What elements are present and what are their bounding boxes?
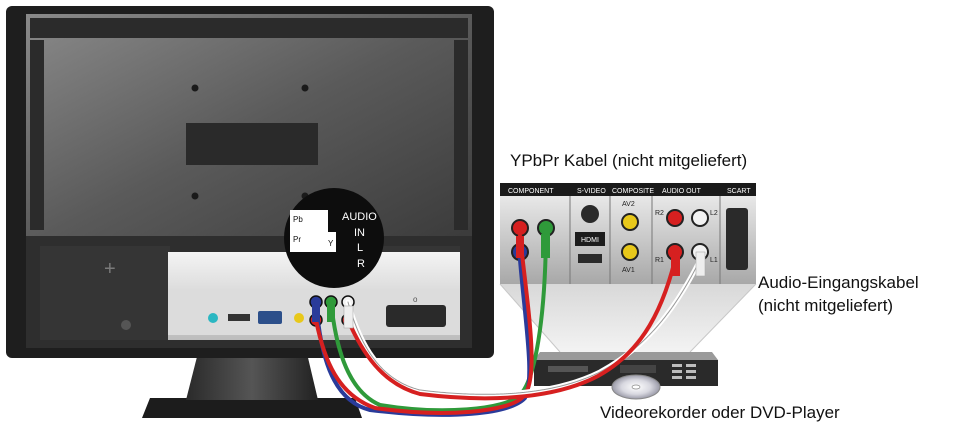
audio-jack-l2: [691, 209, 709, 227]
audio-cable-label-line1: Audio-Eingangskabel: [758, 273, 919, 292]
l1-label: L1: [710, 257, 718, 264]
composite-jack-av2: [621, 213, 639, 231]
zoom-frustum: [500, 284, 756, 352]
av2-label: AV2: [622, 201, 635, 208]
hdmi-port-icon: [228, 314, 250, 321]
monitor-back: + − o Pb Pr Y AUDIO: [6, 6, 494, 418]
plus-mark: +: [104, 258, 116, 280]
device-hdmi-port-icon: [578, 254, 602, 263]
callout-r-label: R: [357, 258, 365, 270]
av1-label: AV1: [622, 267, 635, 274]
player-label: Videorekorder oder DVD-Player: [600, 403, 840, 422]
monitor-scart-port-icon: [386, 305, 446, 327]
vesa-plate: [186, 123, 318, 165]
cable-green: [329, 234, 548, 413]
headphone-jack-icon: [208, 313, 218, 323]
cable-red-video: [314, 234, 534, 415]
audio-cable: [345, 257, 703, 401]
monitor-input-callout: Pb Pr Y AUDIO IN L R: [284, 188, 384, 288]
callout-l-label: L: [357, 242, 363, 254]
monitor-stand-base: [142, 398, 362, 418]
svg-text:o: o: [413, 295, 418, 304]
screw-icon: [121, 320, 131, 330]
header-component: COMPONENT: [508, 188, 554, 195]
cable-red-audio: [346, 258, 677, 401]
device-scart-port-icon: [726, 208, 748, 270]
composite-jack-av1: [621, 243, 639, 261]
dvd-player: [534, 352, 718, 400]
vent-grille: [30, 18, 468, 230]
monitor-stand-neck: [186, 345, 318, 400]
monitor-plugs: [312, 300, 354, 329]
vesa-screw-holes: [191, 84, 309, 200]
device-rear-panel: COMPONENT S-VIDEO COMPOSITE AUDIO OUT SC…: [500, 183, 756, 284]
audio-cable-label-line2: (nicht mitgeliefert): [758, 296, 894, 315]
callout-pb-label: Pb: [293, 215, 303, 224]
audio-jack-r2: [666, 209, 684, 227]
device-plugs: [516, 234, 706, 277]
callout-y-label: Y: [328, 239, 334, 248]
ypbpr-cable-label: YPbPr Kabel (nicht mitgeliefert): [510, 151, 748, 170]
callout-in-label: IN: [354, 227, 365, 239]
callout-audio-label: AUDIO: [342, 211, 377, 223]
ypbpr-cable: [314, 234, 548, 417]
yellow-jack-icon: [294, 313, 304, 323]
header-svideo: S-VIDEO: [577, 188, 606, 195]
header-audio-out: AUDIO OUT: [662, 188, 702, 195]
r2-label: R2: [655, 210, 664, 217]
device-jack-pr: [511, 219, 529, 237]
vga-port-icon: [258, 311, 282, 324]
hdmi-label: HDMI: [581, 237, 599, 244]
svideo-port-icon: [581, 205, 599, 223]
header-composite: COMPOSITE: [612, 188, 654, 195]
callout-pr-label: Pr: [293, 235, 301, 244]
r1-label: R1: [655, 257, 664, 264]
l2-label: L2: [710, 210, 718, 217]
device-jack-y: [537, 219, 555, 237]
header-scart: SCART: [727, 188, 751, 195]
